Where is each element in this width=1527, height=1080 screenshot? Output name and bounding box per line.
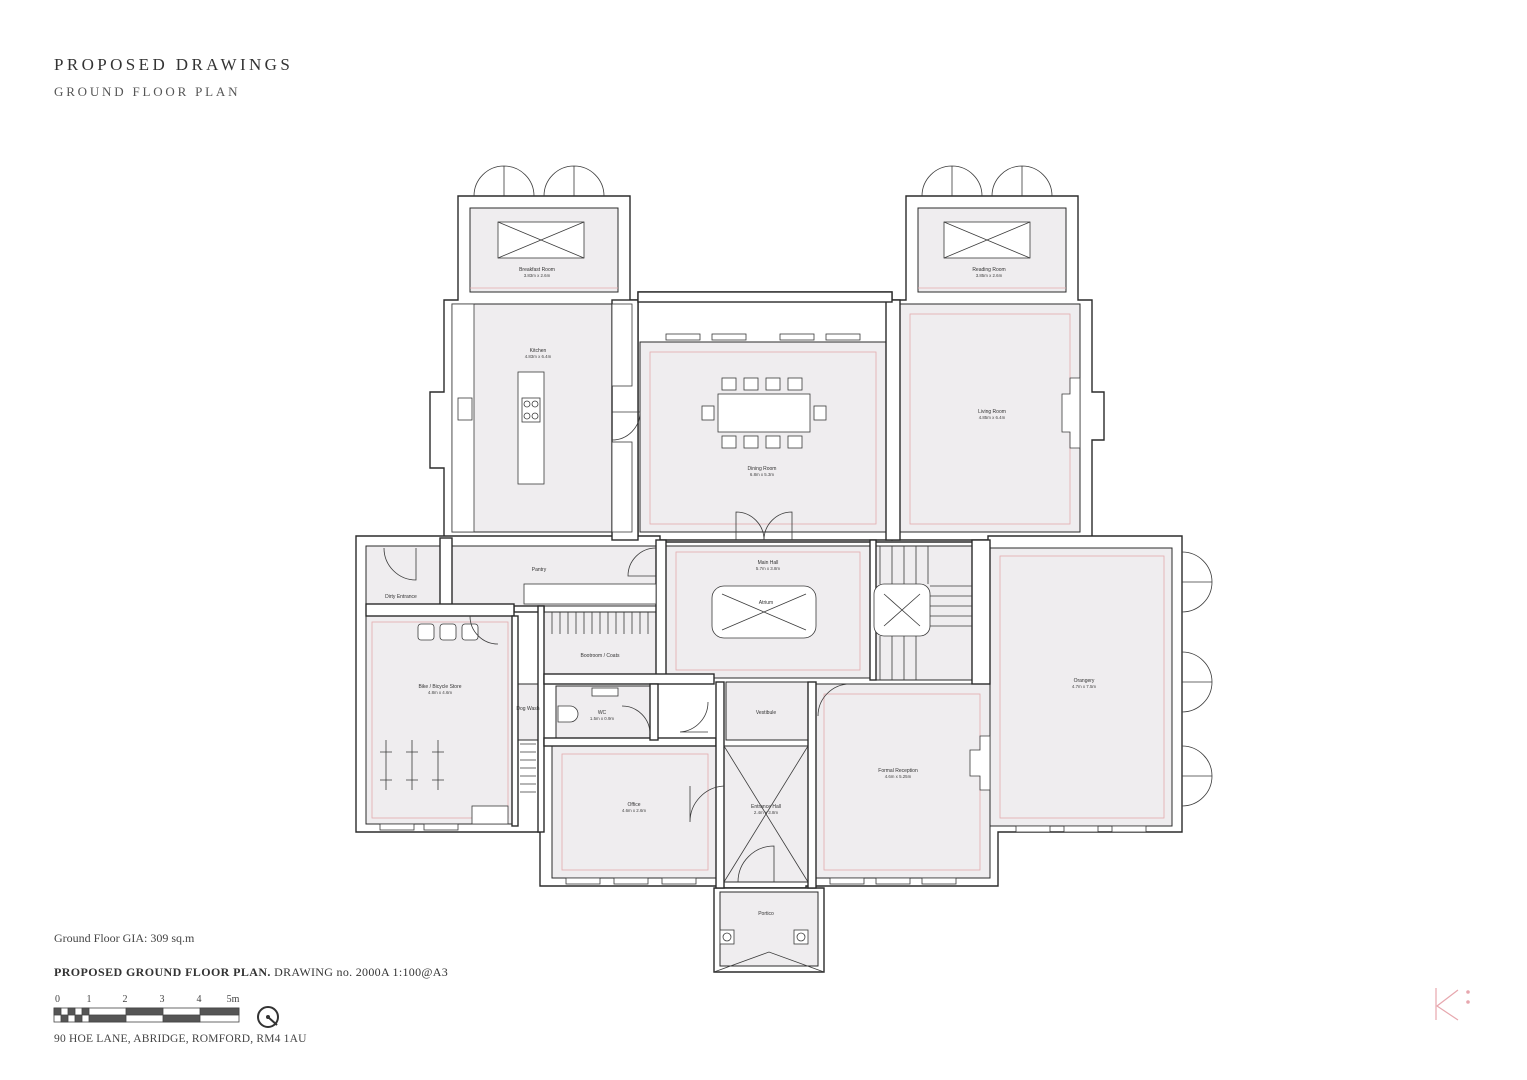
scale-label-5m: 5m xyxy=(227,994,240,1005)
room-label-dirty-entrance: Dirty Entrance xyxy=(385,594,417,600)
drawing-title: PROPOSED GROUND FLOOR PLAN. DRAWING no. … xyxy=(54,965,448,980)
page-subtitle: GROUND FLOOR PLAN xyxy=(54,84,241,99)
room-size-main-hall: 5.7m x 3.8m xyxy=(756,566,780,571)
room-label-orangery: Orangery xyxy=(1074,678,1095,684)
room-labels: Breakfast Room 3.83m x 2.6m Reading Room… xyxy=(385,267,1096,917)
scale-label-1: 1 xyxy=(87,994,92,1005)
north-arrow-icon xyxy=(257,1006,279,1028)
setting-out-lines xyxy=(371,287,1165,871)
room-label-breakfast: Breakfast Room xyxy=(519,267,555,273)
room-size-breakfast: 3.83m x 2.6m xyxy=(524,273,551,278)
room-label-bootroom: Bootroom / Coats xyxy=(581,653,620,659)
room-size-dining: 6.8m x 5.3m xyxy=(750,472,774,477)
site-address: 90 HOE LANE, ABRIDGE, ROMFORD, RM4 1AU xyxy=(54,1033,307,1045)
room-label-bike-store: Bike / Bicycle Store xyxy=(418,684,461,690)
window-row-bottom xyxy=(379,333,1147,885)
room-label-vestibule: Vestibule xyxy=(756,710,777,716)
room-size-orangery: 4.7m x 7.5m xyxy=(1072,684,1096,689)
furniture xyxy=(380,221,1081,973)
room-size-living: 4.85m x 6.4m xyxy=(979,415,1006,420)
windows-and-glazing xyxy=(379,165,1213,885)
drawing-title-main: PROPOSED GROUND FLOOR PLAN. xyxy=(54,965,271,979)
room-label-kitchen: Kitchen xyxy=(530,348,547,354)
room-label-formal-reception: Formal Reception xyxy=(878,768,918,774)
internal-walls xyxy=(365,291,991,889)
room-label-wc: WC xyxy=(598,710,607,716)
scale-label-3: 3 xyxy=(160,994,165,1005)
room-label-dining: Dining Room xyxy=(748,466,777,472)
drawing-title-detail: DRAWING no. 2000A 1:100@A3 xyxy=(270,965,448,979)
gia-area: Ground Floor GIA: 309 sq.m xyxy=(54,931,195,945)
room-size-wc: 1.5m x 0.9m xyxy=(590,716,614,721)
room-label-pantry: Pantry xyxy=(532,567,547,573)
room-label-office: Office xyxy=(628,802,641,808)
room-label-living: Living Room xyxy=(978,409,1006,415)
scale-bar: 0 1 2 3 4 5m xyxy=(53,994,240,1023)
room-label-entrance-hall: Entrance Hall xyxy=(751,804,781,810)
k-logo-icon xyxy=(1435,988,1470,1021)
page-title: PROPOSED DRAWINGS xyxy=(54,55,294,74)
room-size-formal-reception: 4.6m x 5.25m xyxy=(885,774,912,779)
room-label-reading: Reading Room xyxy=(972,267,1005,273)
door-swings xyxy=(383,411,851,883)
scale-label-4: 4 xyxy=(197,994,202,1005)
room-label-dog-wash: Dog Wash xyxy=(516,706,539,712)
room-label-portico: Portico xyxy=(758,911,774,917)
room-size-bike-store: 4.8m x 4.6m xyxy=(428,690,452,695)
room-floors xyxy=(365,207,1173,967)
room-label-atrium: Atrium xyxy=(759,600,773,606)
room-size-reading: 3.85m x 2.6m xyxy=(976,273,1003,278)
scale-label-0: 0 xyxy=(55,994,60,1005)
room-size-entrance-hall: 2.4m x 3.8m xyxy=(754,810,778,815)
room-label-main-hall: Main Hall xyxy=(758,560,779,566)
scale-label-2: 2 xyxy=(123,994,128,1005)
dining-chairs xyxy=(701,377,827,449)
room-size-office: 4.6m x 2.6m xyxy=(622,808,646,813)
room-size-kitchen: 4.83m x 6.4m xyxy=(525,354,552,359)
